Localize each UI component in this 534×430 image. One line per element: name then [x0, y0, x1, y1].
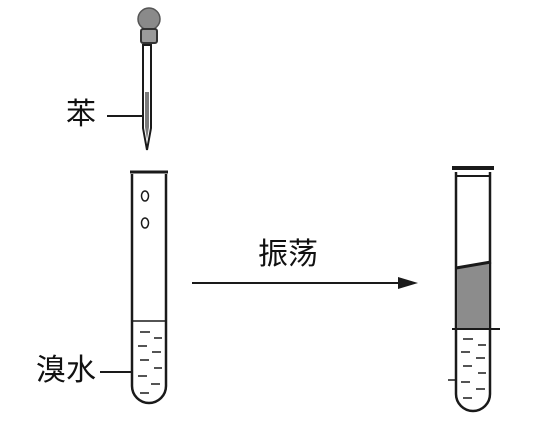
organic-layer	[457, 262, 489, 328]
bromine-water-label: 溴水	[36, 353, 96, 388]
left-test-tube-icon	[130, 170, 168, 405]
dropper-collar	[140, 28, 158, 44]
right-tube-body	[454, 172, 492, 413]
shake-process-label: 振荡	[258, 237, 318, 272]
benzene-label: 苯	[66, 97, 96, 132]
dropper-icon	[137, 7, 161, 151]
organic-layer-surface	[455, 260, 492, 270]
dropper-liquid	[145, 92, 149, 140]
left-tube-body	[130, 174, 168, 405]
falling-drop-1	[140, 190, 150, 202]
right-tube-water-dashes	[448, 338, 486, 399]
dropper-bulb	[137, 7, 161, 31]
arrow-right-icon	[192, 277, 418, 289]
right-test-tube-icon	[448, 166, 500, 413]
falling-drop-2	[140, 217, 150, 229]
left-tube-water-dashes	[138, 331, 162, 394]
